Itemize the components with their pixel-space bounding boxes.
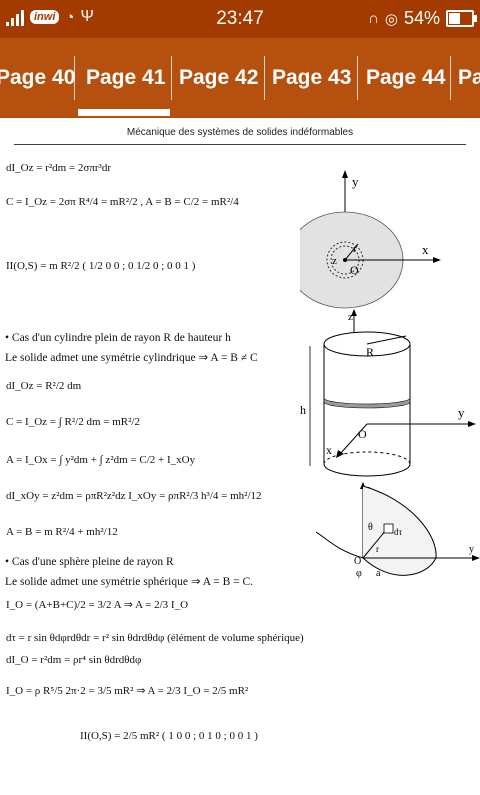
label-r: r xyxy=(353,243,357,255)
cylinder-bottom-hidden xyxy=(323,451,411,465)
usb-icon: Ψ xyxy=(80,8,94,25)
status-bar: inwi ◔ Ψ 23:47 ∩ ◎ 54% xyxy=(0,0,480,38)
equation-line: dI_Oz = R²/2 dm xyxy=(6,380,82,392)
label-height: h xyxy=(300,403,306,417)
label-origin: O xyxy=(350,263,359,277)
label-radius: R xyxy=(366,345,374,359)
page-tab-bar: Page 40 Page 41 Page 42 Page 43 Page 44 … xyxy=(0,38,480,118)
inertia-matrix-sphere: II(O,S) = 2/5 mR² ( 1 0 0 ; 0 1 0 ; 0 0 … xyxy=(80,730,258,742)
radius-line xyxy=(366,335,407,345)
radius-line xyxy=(362,529,387,559)
section-cylinder: • Cas d'un cylindre plein de rayon R de … xyxy=(5,332,231,344)
battery-icon xyxy=(446,10,477,27)
tab-page-44[interactable]: Page 44 xyxy=(366,66,446,89)
section-sphere: • Cas d'une sphère pleine de rayon R xyxy=(5,556,174,568)
tab-page-41[interactable]: Page 41 xyxy=(86,66,166,89)
sphere-figure: z y dτ θ O r φ a xyxy=(316,482,480,579)
signal-icon xyxy=(6,8,24,26)
arrow-icon xyxy=(472,555,480,561)
tab-page-42[interactable]: Page 42 xyxy=(179,66,259,89)
equation-line: C = I_Oz = 2σπ R⁴/4 = mR²/2 , A = B = C/… xyxy=(6,196,239,208)
arrow-icon xyxy=(433,257,441,263)
document-page[interactable]: Mécanique des systèmes de solides indéfo… xyxy=(0,118,480,795)
eye-icon: ◎ xyxy=(384,10,398,28)
headphones-icon: ∩ xyxy=(368,10,379,27)
tab-divider xyxy=(357,56,358,100)
arrow-icon xyxy=(336,450,344,458)
equation-line: I_O = ρ R⁵/5 2π·2 = 3/5 mR² ⇒ A = 2/3 I_… xyxy=(6,685,249,697)
label-a: a xyxy=(376,568,381,579)
header-rule xyxy=(14,144,466,145)
label-y: y xyxy=(469,544,474,555)
label-x: x xyxy=(422,242,429,257)
equation-line: C = I_Oz = ∫ R²/2 dm = mR²/2 xyxy=(6,416,140,428)
text-line: Le solide admet une symétrie cylindrique… xyxy=(5,352,258,364)
equation-line: dI_Oz = r²dm = 2σπr³dr xyxy=(6,162,112,174)
label-z: z xyxy=(348,311,353,323)
arrow-icon xyxy=(468,421,476,427)
equation-line: I_O = (A+B+C)/2 = 3/2 A ⇒ A = 2/3 I_O xyxy=(6,599,189,611)
arrow-icon xyxy=(342,170,348,178)
equation-line: dI_xOy = z²dm = ρπR²z²dz I_xOy = ρπR²/3 … xyxy=(6,490,262,502)
equation-line: dI_O = r²dm = ρr⁴ sin θdrdθdφ xyxy=(6,654,142,666)
tab-divider xyxy=(450,56,451,100)
wifi-icon: ◔ xyxy=(65,8,75,26)
label-theta: θ xyxy=(368,522,373,533)
tab-page-40[interactable]: Page 40 xyxy=(0,66,76,89)
cylinder-figure: z R h y x O xyxy=(300,309,476,477)
tab-divider xyxy=(264,56,265,100)
tab-divider xyxy=(74,56,75,100)
tab-page-45[interactable]: Pa xyxy=(458,66,480,89)
arrow-icon xyxy=(351,309,357,316)
label-y: y xyxy=(352,174,359,189)
cylinder-bottom xyxy=(323,463,411,477)
tab-divider xyxy=(171,56,172,100)
x-axis xyxy=(339,423,368,455)
battery-percent: 54% xyxy=(403,8,440,28)
page-header: Mécanique des systèmes de solides indéfo… xyxy=(126,127,354,138)
label-origin: O xyxy=(354,556,361,567)
clock: 23:47 xyxy=(216,8,264,29)
volume-element xyxy=(383,523,394,534)
label-r: r xyxy=(376,544,379,554)
tab-page-43[interactable]: Page 43 xyxy=(272,66,352,89)
label-phi: φ xyxy=(356,568,362,579)
label-y: y xyxy=(458,405,465,420)
label-dtau: dτ xyxy=(394,527,403,537)
inertia-matrix-disk: II(O,S) = m R²/2 ( 1/2 0 0 ; 0 1/2 0 ; 0… xyxy=(6,260,196,272)
origin-point xyxy=(343,258,347,262)
radius-line xyxy=(344,243,359,261)
label-origin: O xyxy=(358,427,367,441)
text-line: Le solide admet une symétrie sphérique ⇒… xyxy=(5,576,254,588)
label-x: x xyxy=(326,443,332,457)
equation-line: A = I_Ox = ∫ y²dm + ∫ z²dm = C/2 + I_xOy xyxy=(6,454,196,466)
label-z: z xyxy=(332,255,337,267)
slice-element xyxy=(323,397,411,409)
disk-figure: y x z r O xyxy=(300,170,441,309)
octant-edge xyxy=(316,531,364,559)
selected-tab-indicator xyxy=(78,109,170,116)
equation-line: A = B = m R²/4 + mh²/12 xyxy=(6,526,118,538)
equation-line: dτ = r sin θdφrdθdr = r² sin θdrdθdφ (él… xyxy=(6,632,304,644)
carrier-logo: inwi xyxy=(30,10,60,24)
